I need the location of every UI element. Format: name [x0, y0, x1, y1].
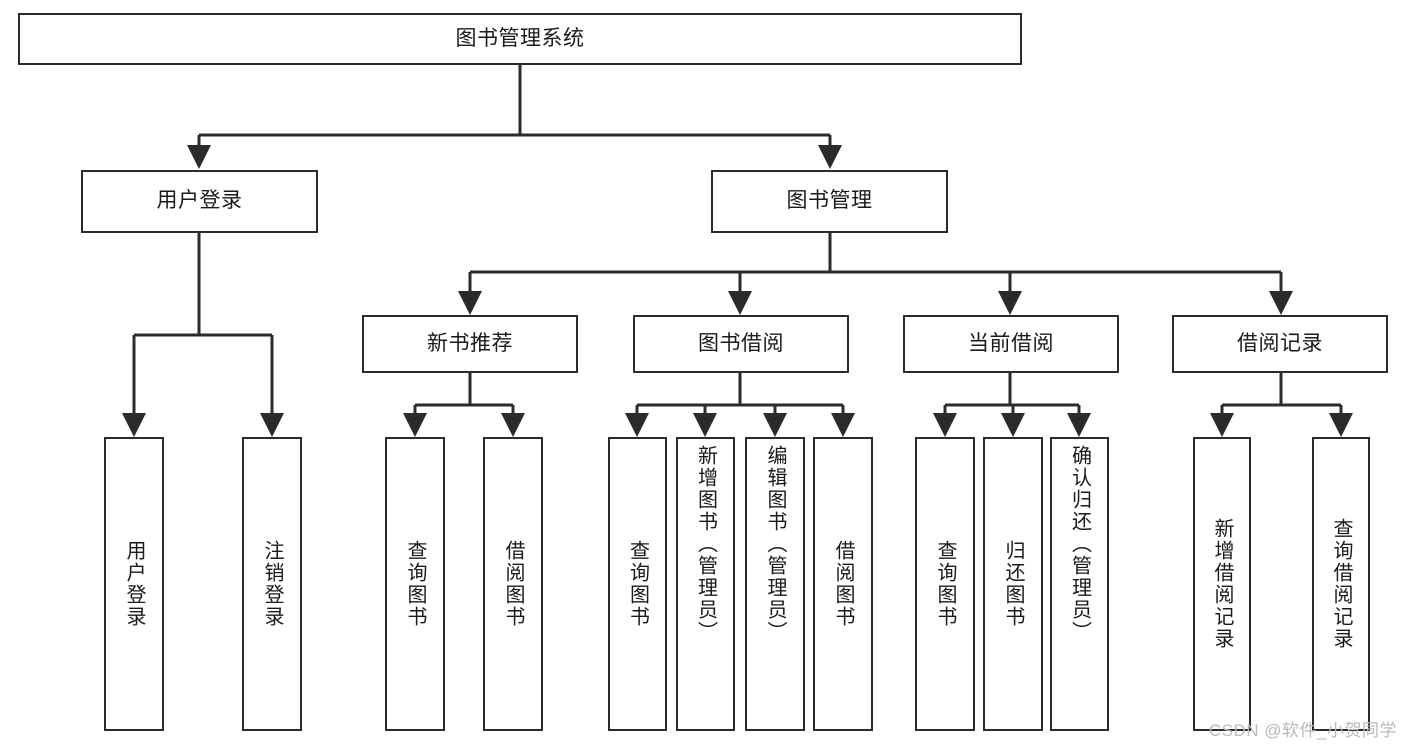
node-leaf-add-book-admin-label: 新增图书（管理员）: [694, 445, 717, 643]
node-new-book-recommend-label: 新书推荐: [427, 331, 513, 355]
node-book-borrow-label: 图书借阅: [698, 331, 784, 355]
node-leaf-borrow-book-label: 借阅图书: [832, 540, 854, 628]
node-leaf-query-book-current-label: 查询图书: [934, 540, 956, 628]
node-leaf-query-book-borrow[interactable]: 查询图书: [608, 437, 667, 731]
node-leaf-query-book-current[interactable]: 查询图书: [915, 437, 975, 731]
node-book-borrow[interactable]: 图书借阅: [633, 315, 849, 373]
node-leaf-return-book[interactable]: 归还图书: [983, 437, 1043, 731]
node-current-borrow[interactable]: 当前借阅: [903, 315, 1119, 373]
node-leaf-query-borrow-record-label: 查询借阅记录: [1330, 518, 1352, 650]
node-leaf-query-book-recommend-label: 查询图书: [404, 540, 426, 628]
node-leaf-add-book-admin[interactable]: 新增图书（管理员）: [676, 437, 735, 731]
node-borrow-record-label: 借阅记录: [1237, 331, 1323, 355]
node-leaf-query-book-recommend[interactable]: 查询图书: [385, 437, 445, 731]
node-new-book-recommend[interactable]: 新书推荐: [362, 315, 578, 373]
node-leaf-user-login[interactable]: 用户登录: [104, 437, 164, 731]
node-leaf-query-book-borrow-label: 查询图书: [626, 540, 649, 628]
node-leaf-logout-label: 注销登录: [261, 540, 283, 628]
node-user-login[interactable]: 用户登录: [81, 170, 318, 233]
node-leaf-edit-book-admin[interactable]: 编辑图书（管理员）: [745, 437, 805, 731]
node-root[interactable]: 图书管理系统: [18, 13, 1022, 65]
node-leaf-confirm-return-admin-label: 确认归还（管理员）: [1068, 445, 1091, 643]
node-leaf-confirm-return-admin[interactable]: 确认归还（管理员）: [1050, 437, 1109, 731]
node-leaf-edit-book-admin-label: 编辑图书（管理员）: [764, 445, 786, 643]
node-leaf-query-borrow-record[interactable]: 查询借阅记录: [1312, 437, 1370, 731]
node-leaf-borrow-book-recommend[interactable]: 借阅图书: [483, 437, 543, 731]
node-leaf-return-book-label: 归还图书: [1002, 540, 1024, 628]
node-book-manage[interactable]: 图书管理: [711, 170, 948, 233]
node-leaf-logout[interactable]: 注销登录: [242, 437, 302, 731]
node-user-login-label: 用户登录: [156, 189, 243, 213]
node-borrow-record[interactable]: 借阅记录: [1172, 315, 1388, 373]
node-root-label: 图书管理系统: [455, 26, 585, 50]
node-leaf-borrow-book[interactable]: 借阅图书: [813, 437, 873, 731]
node-leaf-add-borrow-record-label: 新增借阅记录: [1211, 518, 1233, 650]
node-leaf-user-login-label: 用户登录: [123, 540, 145, 628]
node-leaf-borrow-book-recommend-label: 借阅图书: [502, 540, 524, 628]
node-current-borrow-label: 当前借阅: [968, 331, 1054, 355]
node-leaf-add-borrow-record[interactable]: 新增借阅记录: [1193, 437, 1251, 731]
node-book-manage-label: 图书管理: [786, 189, 873, 213]
